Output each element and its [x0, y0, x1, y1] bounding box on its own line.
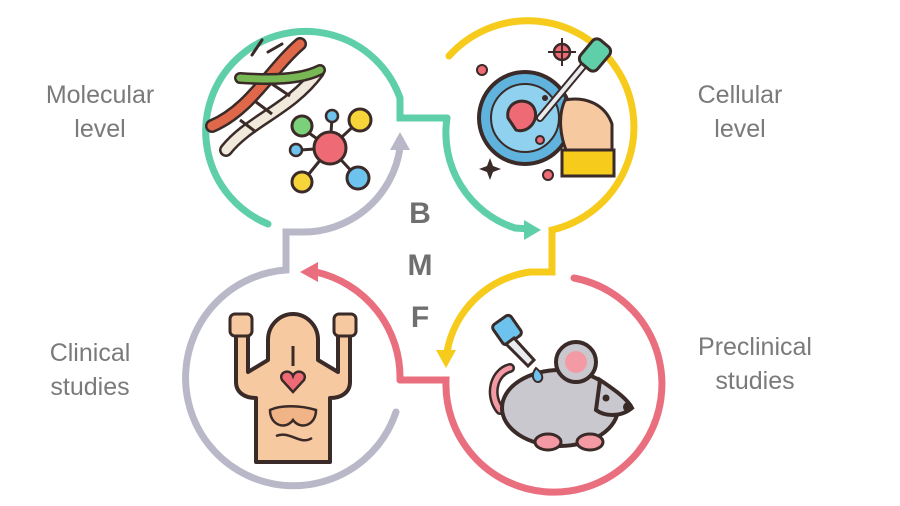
clinical-to-molecular-arrow — [296, 144, 404, 236]
dna-molecule-icon — [205, 37, 373, 194]
petri-dish-pipette-icon — [476, 37, 616, 181]
clinical-arrowhead — [390, 132, 410, 150]
acronym-letter-b: B — [409, 197, 431, 230]
acronym-letter-m: M — [407, 249, 433, 282]
human-body-anatomy-icon — [228, 312, 358, 464]
preclinical-to-clinical-arrow — [312, 268, 404, 384]
preclinical-ring — [396, 274, 666, 496]
clinical-studies-label: Clinical studies — [49, 339, 131, 401]
cellular-ring — [445, 17, 638, 276]
cellular-arrowhead — [436, 350, 456, 368]
lab-mouse-dropper-icon — [488, 313, 635, 452]
acronym-letter-f: F — [410, 301, 430, 334]
preclinical-studies-label: Preclinical studies — [698, 333, 812, 395]
cellular-to-preclinical-arrow — [443, 268, 534, 356]
molecular-arrowhead — [524, 220, 541, 240]
cellular-level-label: Cellular level — [697, 81, 783, 143]
molecular-ring — [202, 27, 451, 228]
molecular-to-cellular-arrow — [442, 114, 534, 233]
clinical-ring — [182, 228, 400, 490]
bmf-acronym: B M F — [390, 188, 450, 344]
preclinical-arrowhead — [300, 262, 318, 282]
molecular-level-label: Molecular level — [45, 81, 155, 143]
